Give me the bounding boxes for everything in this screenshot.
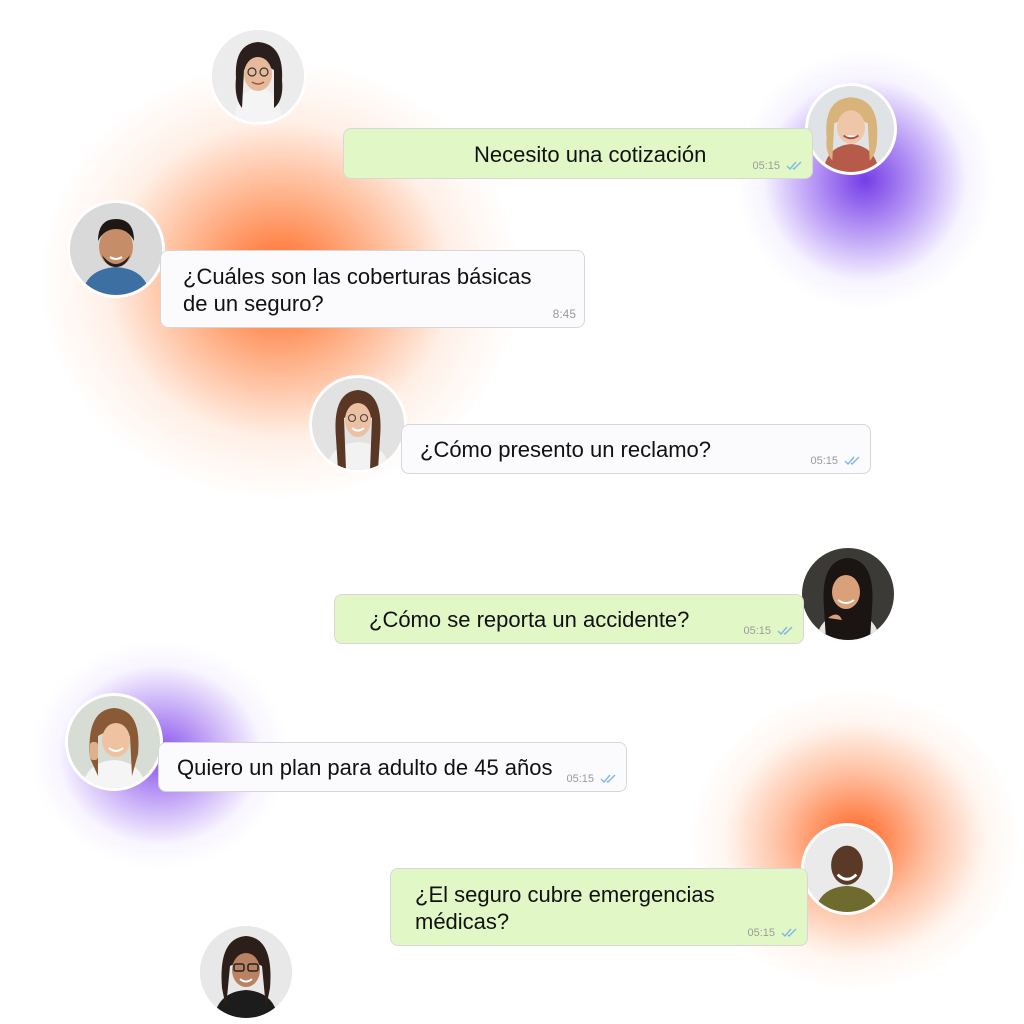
- message-time: 8:45: [552, 307, 576, 321]
- message-text-line-1: ¿El seguro cubre emergencias: [415, 882, 715, 907]
- double-check-icon: [777, 626, 793, 636]
- chat-message-outgoing[interactable]: ¿El seguro cubre emergencias médicas? 05…: [390, 868, 808, 946]
- message-time: 05:15: [743, 625, 771, 637]
- message-text-line-1: ¿Cuáles son las coberturas básicas: [183, 264, 532, 289]
- double-check-icon: [786, 161, 802, 171]
- message-meta: 05:15: [752, 160, 804, 172]
- message-text-line-2: médicas?: [415, 909, 510, 934]
- message-time: 05:15: [752, 160, 780, 172]
- chat-message-outgoing[interactable]: ¿Cómo se reporta un accidente? 05:15: [334, 594, 804, 644]
- double-check-icon: [844, 456, 860, 466]
- avatar-man-smiling: [70, 203, 162, 295]
- message-meta: 05:15: [566, 773, 618, 785]
- avatar-woman-glasses-top: [212, 30, 304, 122]
- message-text: ¿Cómo se reporta un accidente?: [369, 607, 690, 632]
- message-meta: 05:15: [810, 455, 862, 467]
- chat-message-incoming[interactable]: ¿Cuáles son las coberturas básicas de un…: [160, 250, 585, 328]
- chat-message-incoming[interactable]: ¿Cómo presento un reclamo? 05:15: [401, 424, 871, 474]
- message-time: 05:15: [810, 455, 838, 467]
- avatar-woman-glasses-bottom: [200, 926, 292, 1018]
- message-text-line-2: de un seguro?: [183, 291, 324, 316]
- message-time: 05:15: [566, 773, 594, 785]
- message-text: Necesito una cotización: [474, 142, 707, 167]
- double-check-icon: [781, 928, 797, 938]
- message-time: 05:15: [747, 927, 775, 939]
- message-meta: 05:15: [743, 625, 795, 637]
- message-meta: 8:45: [553, 307, 576, 321]
- avatar-woman-dark-hair: [802, 548, 894, 640]
- message-text: ¿Cómo presento un reclamo?: [420, 437, 712, 462]
- avatar-woman-phone: [68, 696, 160, 788]
- avatar-man-bald: [804, 826, 890, 912]
- chat-message-incoming[interactable]: Quiero un plan para adulto de 45 años 05…: [158, 742, 627, 792]
- avatar-woman-long-hair: [312, 378, 404, 470]
- double-check-icon: [600, 774, 616, 784]
- avatar-woman-blonde: [808, 86, 894, 172]
- message-meta: 05:15: [747, 927, 799, 939]
- message-text: Quiero un plan para adulto de 45 años: [177, 755, 553, 780]
- chat-message-outgoing[interactable]: Necesito una cotización 05:15: [343, 128, 813, 179]
